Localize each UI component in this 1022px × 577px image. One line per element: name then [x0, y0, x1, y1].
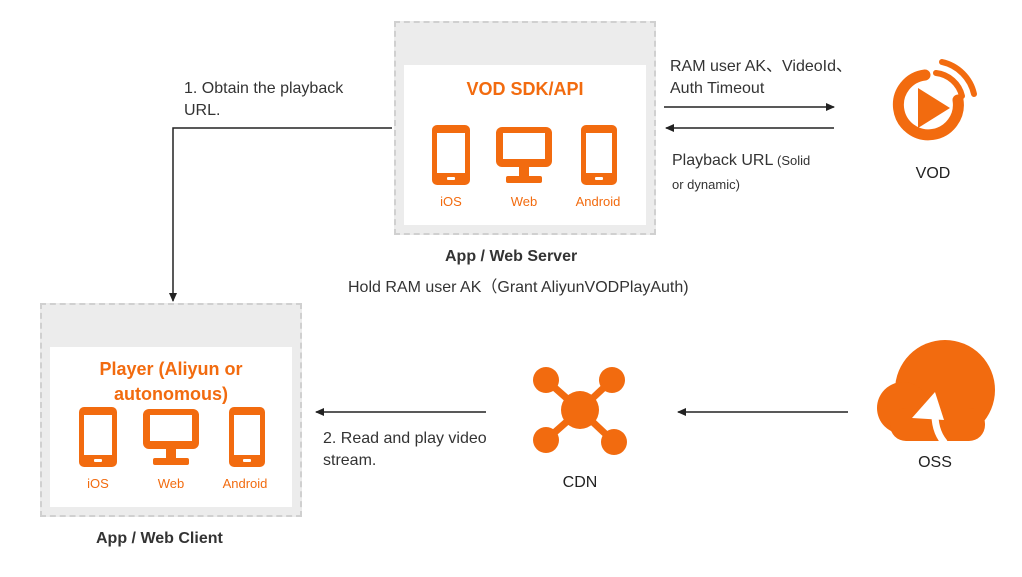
client-device-label-ios: iOS: [87, 476, 109, 491]
client-phone-icon-ios: [79, 407, 117, 467]
oss-label: OSS: [918, 454, 952, 471]
cdn-label: CDN: [562, 474, 598, 491]
server-note: Hold RAM user AK（Grant AliyunVODPlayAuth…: [348, 279, 689, 296]
server-monitor-icon-web: [496, 127, 552, 183]
oss-icon: [877, 340, 995, 446]
request-label-line2: Auth Timeout: [670, 80, 765, 97]
client-player-title: Player (Aliyun or autonomous): [99, 359, 243, 404]
response-label: Playback URL (Solid: [672, 150, 810, 172]
client-phone-icon-android: [229, 407, 265, 467]
response-label-small-2: or dynamic): [672, 177, 740, 192]
cdn-icon: [533, 367, 627, 455]
server-caption: App / Web Server: [445, 248, 578, 265]
server-device-label-android: Android: [575, 194, 621, 209]
server-device-label-web: Web: [510, 194, 538, 209]
client-device-label-android: Android: [222, 476, 268, 491]
request-label-line1: RAM user AK、VideoId、: [670, 58, 853, 75]
response-label-small-1: (Solid: [773, 153, 811, 168]
obtain-url-arrow: [169, 127, 392, 302]
obtain-url-label: 1. Obtain the playback URL.: [184, 80, 344, 119]
server-phone-icon-ios: [432, 125, 470, 185]
client-device-label-web: Web: [157, 476, 185, 491]
server-device-label-ios: iOS: [440, 194, 462, 209]
vod-icon: [892, 59, 977, 141]
server-phone-icon-android: [581, 125, 617, 185]
client-monitor-icon-web: [143, 409, 199, 465]
client-caption: App / Web Client: [96, 530, 223, 547]
vod-label: VOD: [915, 165, 951, 182]
read-play-label: 2. Read and play video stream.: [323, 430, 487, 469]
response-label-main: Playback URL: [672, 152, 774, 169]
server-sdk-title: VOD SDK/API: [466, 79, 584, 99]
